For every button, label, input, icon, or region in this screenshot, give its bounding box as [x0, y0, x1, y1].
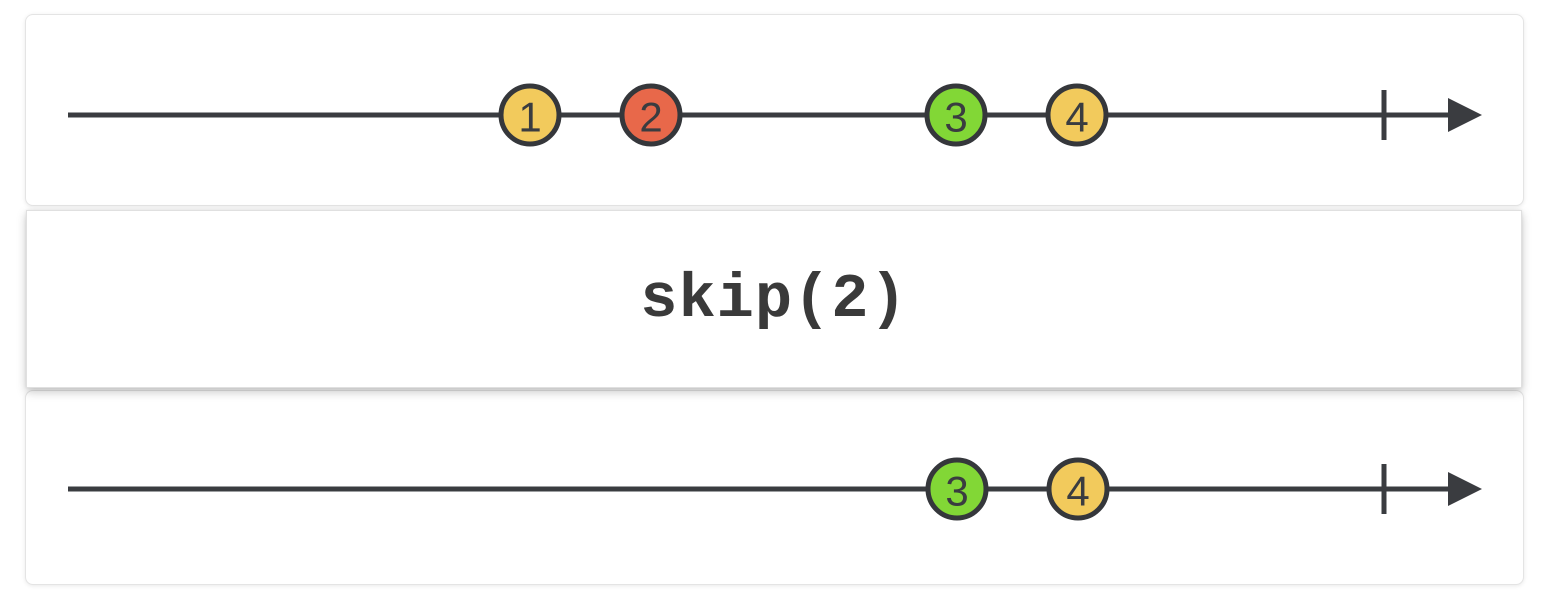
marble-3[interactable]: 3: [924, 83, 988, 147]
marble-circle[interactable]: [619, 83, 683, 147]
arrowhead-icon: [1448, 472, 1482, 506]
marble-value: 3: [945, 468, 968, 515]
marble-circle: [925, 457, 989, 521]
marble-1[interactable]: 1: [498, 83, 562, 147]
marble-value: 2: [639, 94, 662, 141]
input-stream: 1 2 3 4: [68, 83, 1482, 147]
arrowhead-icon: [1448, 98, 1482, 132]
input-stream-card: [25, 14, 1524, 206]
marble-4: 4: [1046, 457, 1110, 521]
operator-label: skip(2): [640, 263, 908, 335]
marble-circle[interactable]: [498, 83, 562, 147]
marble-circle[interactable]: [1045, 83, 1109, 147]
marble-value: 1: [518, 94, 541, 141]
marble-value: 4: [1066, 468, 1089, 515]
marble-circle[interactable]: [924, 83, 988, 147]
marble-value: 3: [944, 94, 967, 141]
operator-box: skip(2): [26, 210, 1522, 388]
marble-2[interactable]: 2: [619, 83, 683, 147]
marble-circle: [1046, 457, 1110, 521]
marble-value: 4: [1065, 94, 1088, 141]
marble-4[interactable]: 4: [1045, 83, 1109, 147]
marble-3: 3: [925, 457, 989, 521]
